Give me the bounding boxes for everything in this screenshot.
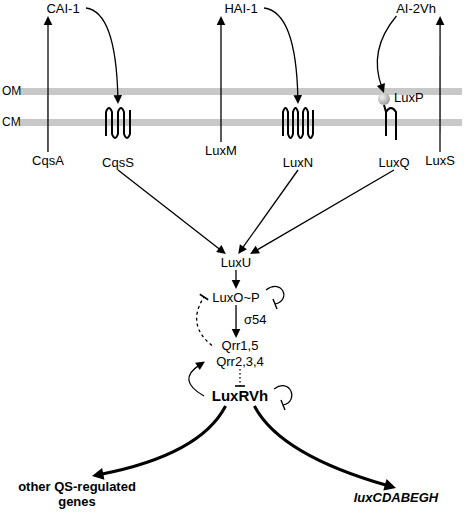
- node-text: LuxU: [221, 255, 251, 270]
- inhibition-bar: [200, 294, 208, 299]
- node-text: Qrr2,3,4: [216, 354, 264, 369]
- connector: [232, 270, 241, 289]
- connector-line: [189, 365, 204, 396]
- connector-line: [254, 406, 388, 486]
- membrane-label: OM: [2, 84, 21, 98]
- node-text: LuxRVh: [212, 387, 268, 405]
- node-text: Qrr1,5: [222, 338, 259, 353]
- arrow-head: [250, 246, 260, 254]
- connector-line: [377, 16, 396, 87]
- arrow-head: [217, 16, 226, 25]
- connector-line: [197, 297, 212, 346]
- inhibition-bar: [273, 299, 277, 309]
- connector-line: [439, 22, 440, 152]
- node-text: LuxQ: [378, 155, 409, 170]
- connector: [436, 16, 445, 152]
- connector: [264, 8, 302, 104]
- connector-line: [242, 170, 298, 249]
- arrow-head: [114, 95, 123, 104]
- arrow-head: [377, 83, 385, 93]
- edge-label: σ54: [244, 313, 266, 327]
- pathway-node: Qrr2,3,4: [205, 354, 275, 369]
- arrow-head: [92, 468, 104, 480]
- node-text: LuxN: [283, 155, 313, 170]
- connector-line: [239, 369, 240, 386]
- arrow-head: [44, 16, 53, 25]
- connector-line: [118, 170, 221, 250]
- node-text: CAI-1: [46, 1, 79, 16]
- pathway-node: Qrr1,5: [212, 338, 268, 353]
- arrow-head: [232, 329, 241, 338]
- connector: [377, 16, 397, 93]
- arrow-head: [383, 479, 396, 491]
- connector-line: [100, 406, 226, 474]
- connector-line: [235, 305, 236, 332]
- inhibition-bar: [281, 400, 285, 410]
- node-text: AI-2Vh: [396, 1, 436, 16]
- connector: [197, 294, 212, 345]
- arrow-head: [294, 95, 303, 104]
- pathway-node: LuxM: [200, 142, 242, 158]
- connector: [235, 369, 245, 386]
- membrane-label: CM: [2, 115, 21, 129]
- node-text: CqsS: [102, 155, 134, 170]
- pathway-node: LuxU: [214, 254, 258, 270]
- node-text: LuxM: [205, 143, 237, 158]
- cqss-helices: [106, 108, 130, 138]
- connector-line: [264, 8, 298, 98]
- pathway-node: luxCDABEGH: [330, 488, 462, 506]
- pathway-node: LuxQ: [372, 108, 416, 170]
- node-text: LuxO~P: [212, 290, 259, 305]
- arrow-head: [436, 16, 445, 25]
- arrow-head: [216, 245, 226, 254]
- autorepression-loop: [274, 386, 292, 405]
- connector: [217, 16, 226, 142]
- connector: [189, 362, 205, 397]
- arrow-head: [238, 244, 247, 254]
- pathway-node: LuxRVh: [204, 386, 276, 406]
- luxn-helices: [283, 108, 313, 138]
- node-text: HAI-1: [224, 1, 257, 16]
- inhibition-bar: [235, 385, 245, 387]
- connector-line: [235, 270, 236, 283]
- node-text: CqsA: [32, 153, 64, 168]
- ligand-binding-protein: LuxP: [378, 93, 390, 105]
- pathway-node: CqsS: [96, 104, 140, 170]
- connector-line: [47, 22, 48, 152]
- connector-line: [220, 22, 221, 142]
- connector: [232, 305, 241, 338]
- pathway-node: LuxS: [418, 152, 462, 168]
- pathway-node: HAI-1: [218, 0, 264, 16]
- pathway-node: LuxN: [276, 104, 320, 170]
- pathway-node: other QS-regulated genes: [2, 476, 152, 512]
- autorepression-loop: [266, 286, 284, 304]
- pathway-node: CqsA: [26, 152, 70, 168]
- pathway-node: CAI-1: [40, 0, 86, 16]
- connector-line: [255, 170, 394, 251]
- connector: [254, 406, 396, 491]
- node-text: luxCDABEGH: [354, 490, 439, 505]
- pathway-node: LuxO~P: [204, 289, 268, 305]
- connector: [86, 8, 122, 104]
- connector: [92, 406, 226, 480]
- node-text: LuxS: [425, 153, 455, 168]
- connector: [44, 16, 53, 152]
- connector: [118, 170, 226, 254]
- connector-line: [86, 8, 118, 98]
- arrow-head: [195, 362, 205, 370]
- connector: [250, 170, 394, 254]
- node-text: LuxP: [394, 90, 424, 105]
- pathway-node: AI-2Vh: [388, 0, 444, 16]
- arrow-head: [232, 280, 241, 289]
- connector: [238, 170, 298, 254]
- luxq-helices: [384, 105, 396, 140]
- node-text: other QS-regulated genes: [2, 479, 152, 509]
